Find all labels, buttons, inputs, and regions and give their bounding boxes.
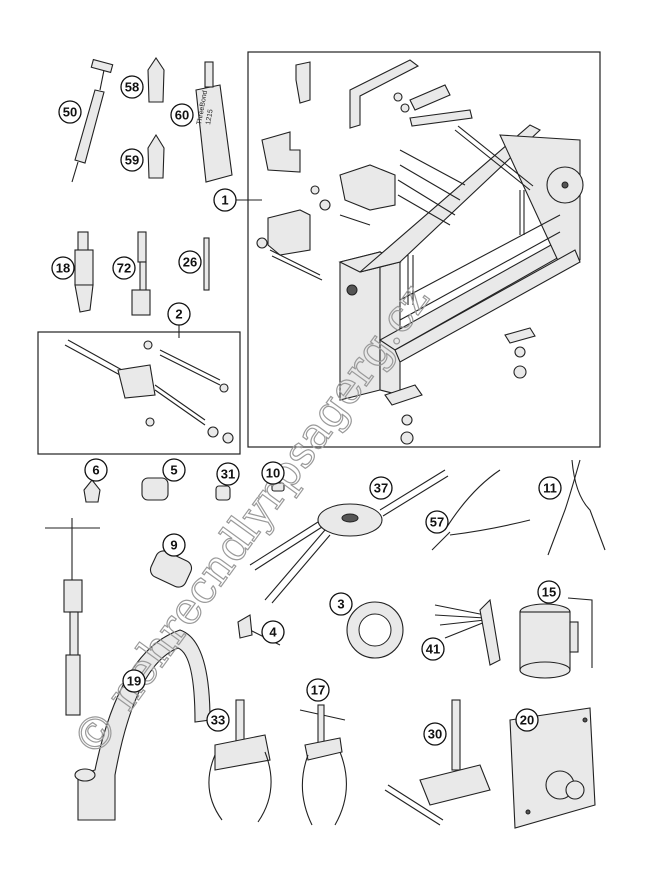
svg-text:18: 18 (56, 261, 70, 276)
callout-5: 5 (162, 458, 186, 482)
callout-17: 17 (306, 678, 330, 702)
svg-text:3: 3 (337, 597, 344, 612)
svg-text:10: 10 (266, 466, 280, 481)
callout-30: 30 (423, 722, 447, 746)
tool-9 (149, 550, 193, 588)
svg-text:30: 30 (428, 727, 442, 742)
puller-17 (299, 704, 347, 826)
mounting-plate-20 (509, 707, 596, 829)
engine-stand-frame-box (247, 51, 601, 448)
svg-text:41: 41 (426, 642, 440, 657)
svg-text:9: 9 (170, 538, 177, 553)
svg-text:50: 50 (63, 105, 77, 120)
item-2-drawing (64, 339, 234, 444)
svg-text:37: 37 (374, 481, 388, 496)
callout-41: 41 (421, 637, 445, 661)
callout-2: 2 (167, 302, 191, 326)
callout-9: 9 (162, 533, 186, 557)
svg-text:33: 33 (211, 713, 225, 728)
callout-37: 37 (369, 476, 393, 500)
slide-hammer (45, 518, 100, 716)
part-5 (141, 477, 169, 501)
callout-15: 15 (537, 580, 561, 604)
svg-text:20: 20 (520, 713, 534, 728)
svg-text:26: 26 (183, 255, 197, 270)
sealant-tube-60: ThreeBond 1215 (195, 61, 233, 183)
pliers-11 (547, 459, 606, 556)
callout-57: 57 (425, 510, 449, 534)
svg-text:58: 58 (125, 80, 139, 95)
callout-72: 72 (112, 256, 136, 280)
svg-text:4: 4 (269, 625, 277, 640)
copyright-watermark: © nehrecndlyrpsagerg.cz (63, 274, 440, 766)
callout-26: 26 (178, 250, 202, 274)
callout-6: 6 (84, 458, 108, 482)
item-2-box (37, 331, 241, 455)
sprocket-3 (346, 601, 404, 659)
callout-18: 18 (51, 256, 75, 280)
puller-33 (208, 699, 272, 823)
piston-ring-compressor-15 (519, 597, 593, 679)
tool-37 (249, 469, 449, 604)
syringe-drawing (71, 58, 114, 183)
svg-text:57: 57 (430, 515, 444, 530)
callout-58: 58 (120, 75, 144, 99)
svg-text:60: 60 (175, 108, 189, 123)
threadlock-bottle-58 (147, 57, 165, 103)
callout-59: 59 (120, 148, 144, 172)
svg-text:15: 15 (542, 585, 556, 600)
callout-4: 4 (261, 620, 285, 644)
svg-text:17: 17 (311, 683, 325, 698)
svg-text:5: 5 (170, 463, 177, 478)
callout-33: 33 (206, 708, 230, 732)
callout-1: 1 (213, 188, 237, 212)
callout-50: 50 (58, 100, 82, 124)
callout-3: 3 (329, 592, 353, 616)
callout-10: 10 (261, 461, 285, 485)
chain-tool-30 (384, 699, 491, 826)
callout-31: 31 (216, 462, 240, 486)
svg-text:6: 6 (92, 463, 99, 478)
pin-26 (203, 237, 210, 291)
svg-text:19: 19 (127, 674, 141, 689)
callout-20: 20 (515, 708, 539, 732)
bracket-19 (74, 629, 211, 821)
feeler-gauges-41 (434, 598, 501, 666)
svg-text:31: 31 (221, 467, 235, 482)
pliers-57 (431, 469, 531, 551)
svg-text:2: 2 (175, 307, 182, 322)
svg-text:1: 1 (221, 193, 228, 208)
part-31 (215, 485, 231, 501)
part-6 (83, 479, 101, 503)
svg-text:11: 11 (543, 481, 557, 496)
tube-label-line-2: 1215 (205, 109, 215, 126)
callout-11: 11 (538, 476, 562, 500)
puller-18 (74, 231, 94, 313)
callout-60: 60 (170, 103, 194, 127)
callout-19: 19 (122, 669, 146, 693)
svg-text:59: 59 (125, 153, 139, 168)
pin-72 (131, 231, 151, 316)
svg-text:72: 72 (117, 261, 131, 276)
stand-brackets-bolts (256, 59, 534, 305)
threadlock-bottle-59 (147, 133, 165, 179)
